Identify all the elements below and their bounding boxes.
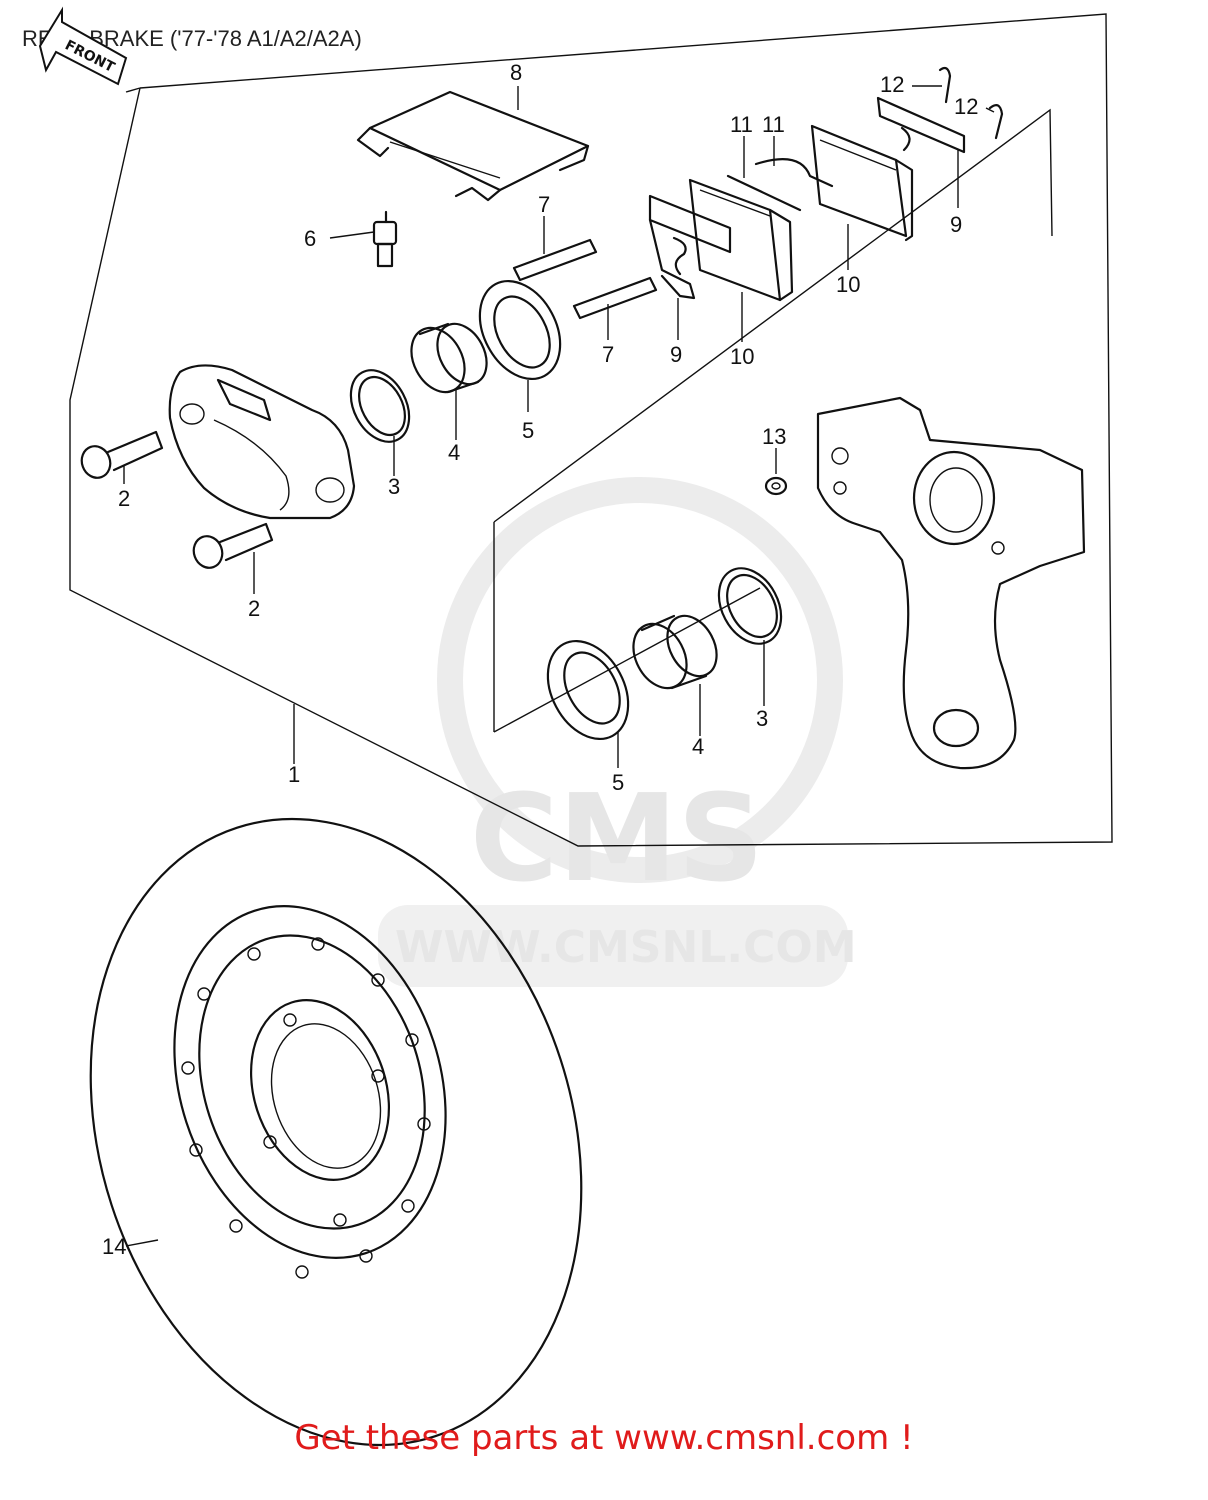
callout-13: 13	[762, 424, 786, 449]
leader-lines	[123, 85, 995, 1247]
anti-rattle-shim-right	[876, 96, 966, 154]
watermark-logo: CMS	[470, 770, 764, 909]
callout-5-lower: 5	[612, 770, 624, 795]
callout-labels: 8 7 7 6 11 11 12 12 9 9 10 10 5 4 3 2 2 …	[102, 60, 978, 1259]
brake-pad-outer	[810, 124, 914, 242]
caliper-holder-bracket	[816, 396, 1086, 770]
caliper-half	[168, 364, 356, 520]
callout-5-upper: 5	[522, 418, 534, 443]
bleeder-valve	[372, 210, 398, 268]
caliper-bolt-lower	[192, 522, 274, 569]
callout-14: 14	[102, 1234, 126, 1259]
pad-pin-lower	[572, 276, 658, 320]
callout-9-right: 9	[950, 212, 962, 237]
callout-8: 8	[510, 60, 522, 85]
callout-10-left: 10	[730, 344, 754, 369]
callout-3-lower: 3	[756, 706, 768, 731]
caliper-assembly-outline	[69, 13, 1113, 847]
callout-11-right: 11	[762, 112, 785, 137]
callout-10-right: 10	[836, 272, 860, 297]
callout-3-upper: 3	[388, 474, 400, 499]
brake-pad-inner	[688, 178, 794, 302]
callout-12-right: 12	[954, 94, 978, 119]
front-arrow-icon: FRONT	[38, 6, 128, 86]
caliper-bolt-upper	[80, 430, 164, 479]
promo-banner-link[interactable]: Get these parts at www.cmsnl.com !	[294, 1418, 914, 1458]
piston-lower	[632, 614, 718, 690]
piston-seal-lower	[717, 567, 783, 645]
callout-7-lower: 7	[602, 342, 614, 367]
callout-12-left: 12	[880, 72, 904, 97]
disc-bolt-holes	[181, 937, 431, 1279]
callout-4-upper: 4	[448, 440, 460, 465]
cotter-pin-left	[938, 66, 952, 104]
pad-pin-upper	[512, 238, 598, 282]
callout-2-lower: 2	[248, 596, 260, 621]
watermark-url: WWW.CMSNL.COM	[395, 922, 857, 973]
pad-spring-plate	[356, 90, 590, 202]
dust-seal-lower	[546, 639, 630, 741]
piston-seal-upper	[349, 369, 411, 443]
callout-7-upper: 7	[538, 192, 550, 217]
piston-upper	[410, 322, 488, 394]
anti-rattle-springs	[726, 158, 834, 212]
callout-9-left: 9	[670, 342, 682, 367]
brake-disc	[89, 817, 583, 1447]
callout-1: 1	[288, 762, 300, 787]
cms-watermark: CMS WWW.CMSNL.COM	[378, 477, 857, 987]
anti-rattle-shim-left	[648, 194, 732, 300]
cotter-pin-right	[988, 104, 1004, 140]
washer-nut	[764, 476, 788, 496]
callout-4-lower: 4	[692, 734, 704, 759]
callout-11-left: 11	[730, 112, 753, 137]
callout-6: 6	[304, 226, 316, 251]
dust-seal-upper	[478, 279, 562, 381]
callout-2-upper: 2	[118, 486, 130, 511]
